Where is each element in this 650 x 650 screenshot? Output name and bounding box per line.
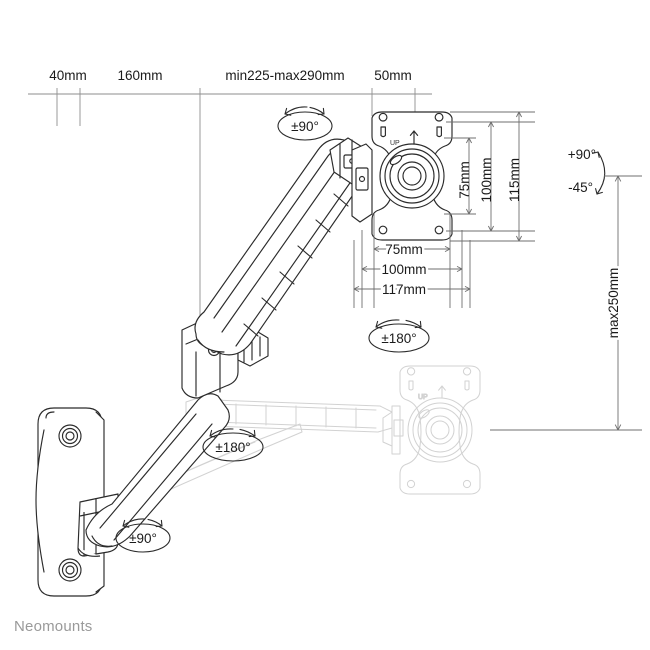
up-label: UP (390, 140, 400, 147)
ghost-vesa-plate (382, 365, 481, 495)
rotation-label-base-90: ±90° (129, 531, 157, 546)
rotation-callout-forearm-180 (368, 319, 430, 353)
ghost-assembly: UP (104, 365, 481, 509)
vesa-v-115mm: 115mm (507, 158, 522, 202)
vesa-h-117mm: 117mm (382, 282, 426, 297)
rotation-callout-base-90 (115, 518, 171, 553)
rotation-label-forearm-180: ±180° (381, 331, 416, 346)
top-dimension-labels: 40mm 160mm min225-max290mm 50mm (49, 68, 412, 83)
vesa-plate (351, 111, 453, 241)
rotation-label-screen-90: ±90° (291, 119, 319, 134)
vesa-v-100mm: 100mm (479, 157, 494, 202)
dim-label-50mm: 50mm (374, 68, 412, 83)
dim-label-40mm: 40mm (49, 68, 87, 83)
vesa-v-75mm: 75mm (457, 161, 472, 199)
vesa-horizontal-dimension-labels: 75mm 100mm 117mm (379, 240, 429, 300)
dim-label-160mm: 160mm (117, 68, 162, 83)
rotation-callout-screen-90 (277, 106, 333, 141)
ghost-up-label: UP (418, 394, 428, 401)
brand-logo: Neomounts (14, 618, 93, 635)
tilt-down-label: -45° (568, 180, 593, 195)
tilt-up-label: +90° (568, 147, 596, 162)
dim-label-extension: min225-max290mm (225, 68, 344, 83)
lower-arm (85, 393, 230, 548)
top-dimension-lines (28, 88, 432, 330)
vesa-vertical-dimension-lines (444, 111, 535, 242)
tilt-angle-arc (591, 151, 606, 195)
vesa-h-75mm: 75mm (385, 242, 423, 257)
gas-spring-arm (194, 137, 371, 356)
vesa-horizontal-dimension-lines (353, 214, 471, 308)
rotation-callout-arm-180 (202, 428, 264, 462)
tilt-angle-labels: +90° -45° (568, 147, 596, 195)
rotation-label-arm-180: ±180° (215, 440, 250, 455)
height-dimension-line (490, 175, 642, 431)
height-dimension-label: max250mm (606, 268, 621, 339)
vesa-h-100mm: 100mm (381, 262, 426, 277)
vesa-vertical-dimension-labels: 75mm 100mm 115mm (457, 157, 522, 202)
